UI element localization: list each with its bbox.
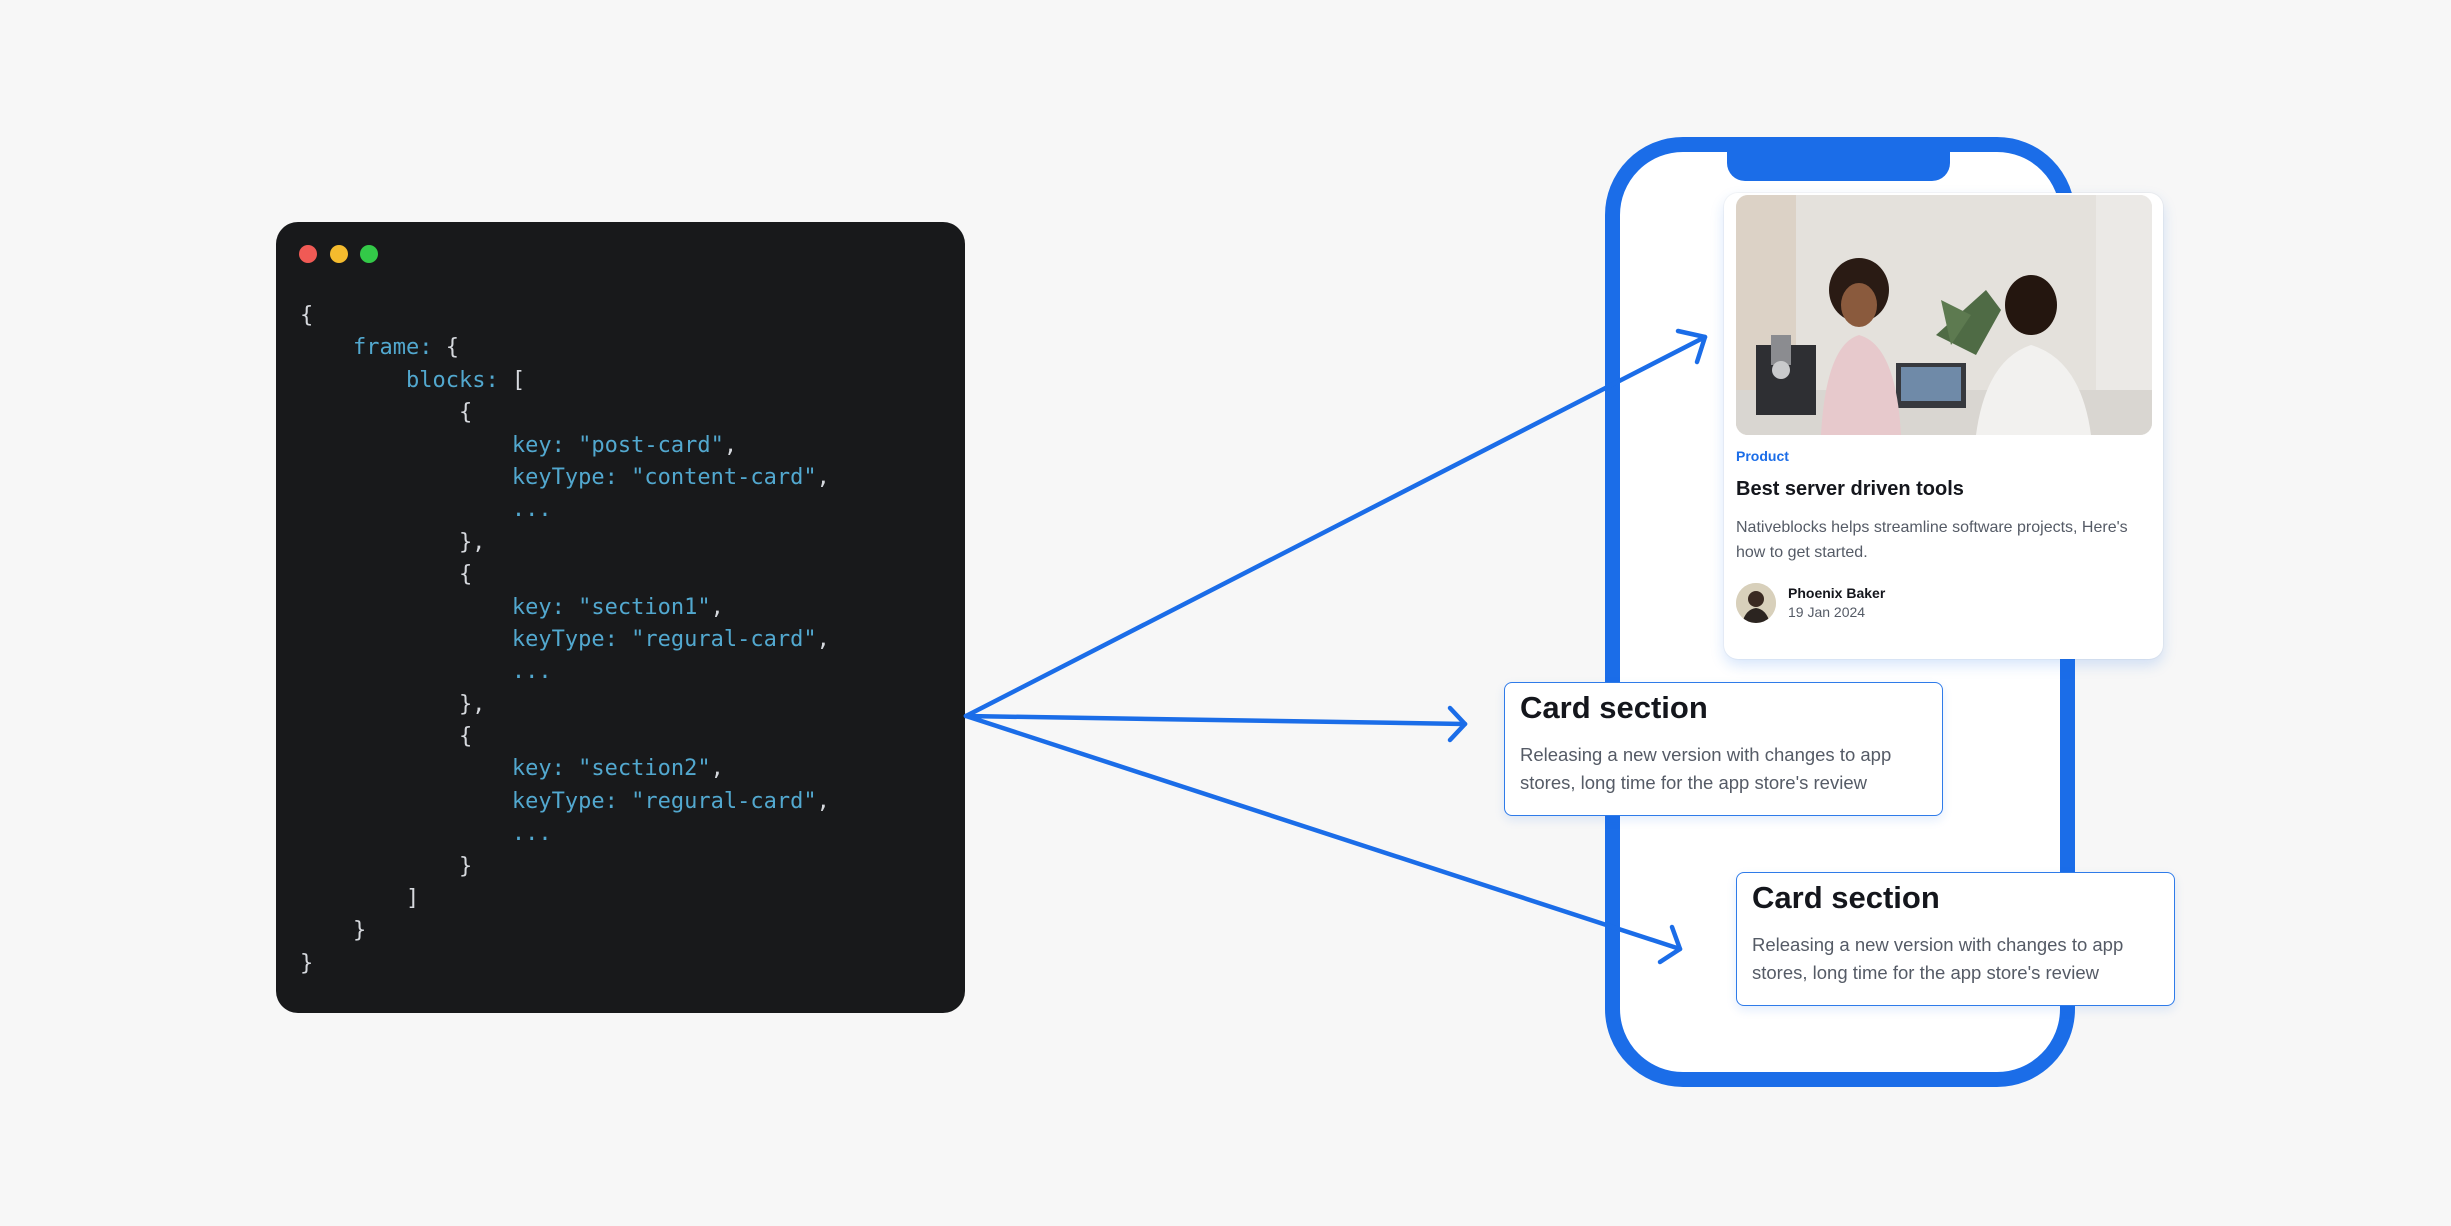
code-token: } (300, 950, 314, 976)
code-token: key: (511, 594, 565, 620)
code-token: [ (498, 367, 526, 393)
code-token (300, 659, 512, 684)
code-line: keyType: "regural-card", (300, 624, 830, 656)
code-token: ... (511, 659, 552, 685)
code-token: , (816, 788, 830, 814)
arrow-to-section-card-1 (963, 713, 1468, 727)
code-token: blocks: (405, 367, 499, 393)
code-token (300, 335, 353, 360)
window-maximize-dot[interactable] (360, 245, 378, 263)
code-token (618, 465, 631, 490)
code-token: , (816, 464, 830, 490)
code-token: } (300, 853, 473, 879)
json-code-block: { frame: { blocks: [ { key: "post-card",… (300, 300, 830, 980)
post-card[interactable]: Product Best server driven tools Nativeb… (1724, 193, 2163, 659)
code-token: keyType: (511, 626, 618, 652)
code-token (300, 789, 512, 814)
code-line: frame: { (300, 332, 830, 364)
code-token (618, 789, 631, 814)
arrow-to-section-card-1-head (1447, 705, 1468, 743)
code-line: keyType: "regural-card", (300, 786, 830, 818)
section-card-title: Card section (1520, 690, 1708, 725)
post-tag[interactable]: Product (1736, 448, 1789, 464)
code-token (565, 433, 578, 458)
code-line: blocks: [ (300, 365, 830, 397)
code-token: "content-card" (631, 464, 817, 490)
code-token (300, 595, 512, 620)
code-token: }, (300, 529, 486, 555)
arrow-to-post-card (963, 334, 1708, 719)
code-token: { (300, 724, 473, 750)
section-card-2[interactable]: Card section Releasing a new version wit… (1736, 872, 2175, 1006)
post-title[interactable]: Best server driven tools (1736, 478, 1964, 500)
code-line: }, (300, 689, 830, 721)
window-minimize-dot[interactable] (330, 245, 348, 263)
code-token: , (710, 594, 724, 620)
code-token: frame: (352, 335, 433, 361)
code-line: { (300, 559, 830, 591)
code-token: , (816, 626, 830, 652)
code-token: ] (300, 886, 420, 912)
code-token (565, 756, 578, 781)
code-line: ... (300, 818, 830, 850)
code-token: , (710, 756, 724, 782)
code-token: key: (511, 432, 565, 458)
section-card-title: Card section (1752, 880, 1940, 915)
code-line: ] (300, 883, 830, 915)
author-name: Phoenix Baker (1788, 585, 1886, 601)
section-card-body: Releasing a new version with changes to … (1752, 934, 2124, 983)
code-token (300, 433, 512, 458)
code-line: ... (300, 656, 830, 688)
code-token (300, 465, 512, 490)
code-line: } (300, 851, 830, 883)
code-line: }, (300, 527, 830, 559)
code-window: { frame: { blocks: [ { key: "post-card",… (276, 222, 965, 1013)
code-line: key: "post-card", (300, 430, 830, 462)
code-token: "regural-card" (631, 788, 817, 814)
code-token: { (432, 335, 459, 361)
code-token: { (300, 400, 473, 426)
code-line: key: "section2", (300, 753, 830, 785)
post-card-image (1736, 195, 2152, 435)
code-line: key: "section1", (300, 592, 830, 624)
code-token: "post-card" (578, 432, 724, 458)
author-date: 19 Jan 2024 (1788, 604, 1866, 620)
code-token: { (300, 303, 314, 328)
code-token: ... (511, 821, 552, 847)
code-token: } (300, 918, 367, 944)
section-card-1[interactable]: Card section Releasing a new version wit… (1504, 682, 1943, 816)
code-token (300, 627, 512, 652)
code-token: keyType: (511, 464, 618, 490)
code-token (300, 368, 406, 393)
code-token (300, 756, 512, 781)
code-token (300, 821, 512, 846)
code-token: "section2" (578, 756, 711, 782)
code-line: { (300, 397, 830, 429)
code-line: keyType: "content-card", (300, 462, 830, 494)
code-token: { (300, 562, 473, 588)
phone-notch (1727, 137, 1950, 181)
code-line: { (300, 300, 830, 332)
code-token: key: (511, 756, 565, 782)
code-token (300, 497, 512, 522)
window-close-dot[interactable] (299, 245, 317, 263)
code-line: { (300, 721, 830, 753)
code-token: "regural-card" (631, 626, 817, 652)
code-line: ... (300, 494, 830, 526)
section-card-body: Releasing a new version with changes to … (1520, 744, 1892, 793)
code-token: , (723, 432, 738, 458)
avatar (1736, 583, 1776, 623)
code-token (565, 595, 578, 620)
code-line: } (300, 948, 830, 980)
code-token: ... (511, 497, 552, 523)
code-token (618, 627, 631, 652)
code-token: keyType: (511, 788, 618, 814)
code-line: } (300, 915, 830, 947)
code-token: "section1" (578, 594, 711, 620)
code-token: }, (300, 691, 486, 717)
post-description: Nativeblocks helps streamline software p… (1736, 519, 2128, 561)
